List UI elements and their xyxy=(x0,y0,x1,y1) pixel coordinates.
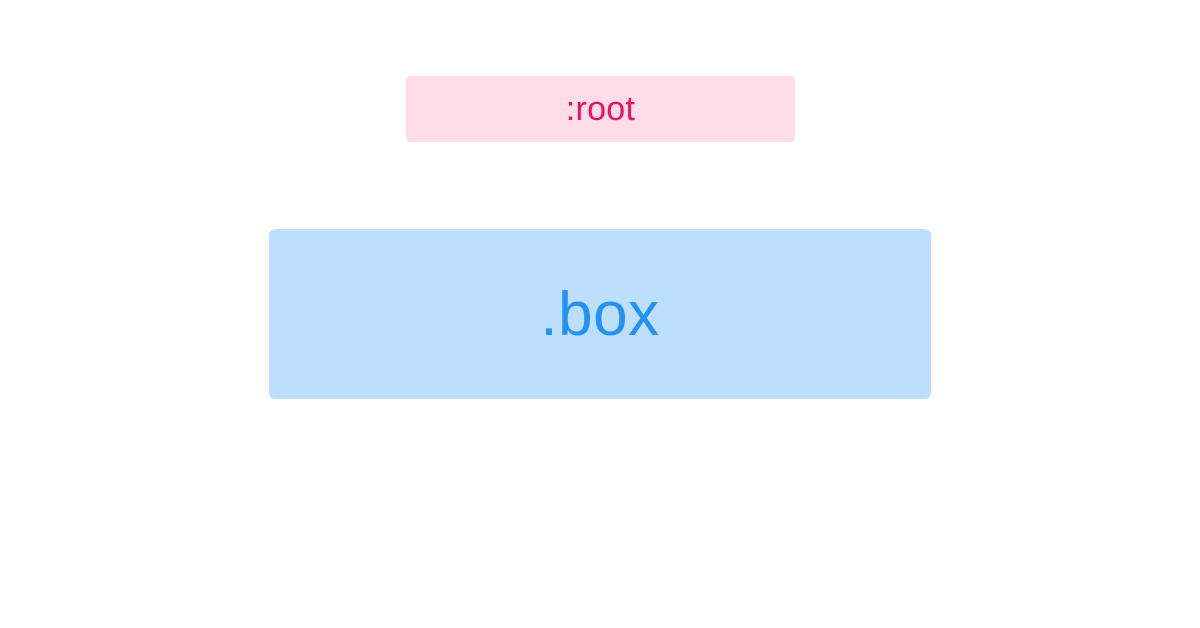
root-selector-box: :root xyxy=(406,76,795,142)
box-selector-box: .box xyxy=(269,229,931,399)
root-selector-label: :root xyxy=(565,89,636,128)
box-selector-label: .box xyxy=(540,279,660,349)
